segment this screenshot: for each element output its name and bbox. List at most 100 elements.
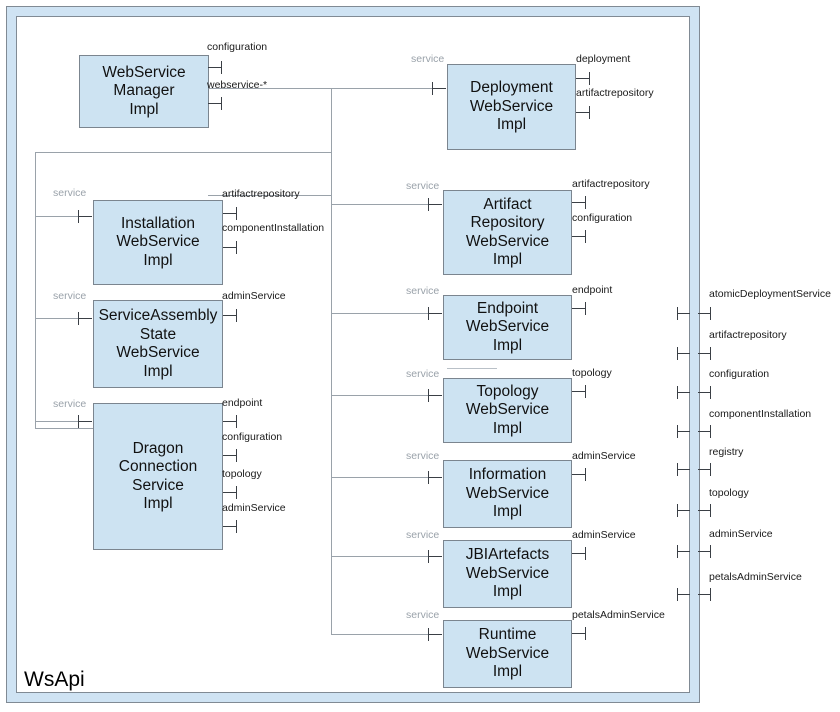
port-label-installation-componentinstallation: componentInstallation <box>222 222 325 234</box>
port-stub-outer <box>698 551 711 552</box>
edge-port-label-configuration: configuration <box>709 368 770 380</box>
port-label-webservice-star: webservice-* <box>207 79 268 91</box>
group-frame-left <box>35 152 36 428</box>
port-label-runtime-petalsadminservice: petalsAdminService <box>572 609 665 621</box>
port-stub-outer <box>698 313 711 314</box>
port-stub-inner <box>677 510 690 511</box>
port-bar-inner <box>677 545 678 558</box>
required-port-label-artifactrepo-service: service <box>406 180 440 192</box>
component-topology-webservice-impl[interactable]: Topology WebService Impl <box>443 378 572 443</box>
component-deployment-webservice-impl[interactable]: Deployment WebService Impl <box>447 64 576 150</box>
service-bus-vertical <box>331 88 332 634</box>
port-stub <box>78 318 92 319</box>
component-label: JBIArtefacts WebService Impl <box>465 546 550 601</box>
port-bar <box>428 628 429 641</box>
separator-tick <box>447 368 497 369</box>
port-stub <box>576 78 590 79</box>
required-port-label-serviceassembly-service: service <box>53 290 87 302</box>
bus-branch-topology <box>331 395 441 396</box>
port-bar-inner <box>677 504 678 517</box>
port-stub <box>572 202 586 203</box>
component-label: Deployment WebService Impl <box>469 79 554 134</box>
port-stub-inner <box>677 551 690 552</box>
port-bar <box>589 72 590 85</box>
component-dragon-connection-service-impl[interactable]: Dragon Connection Service Impl <box>93 403 223 550</box>
component-artifact-repository-webservice-impl[interactable]: Artifact Repository WebService Impl <box>443 190 572 275</box>
port-stub <box>572 474 586 475</box>
component-label: Topology WebService Impl <box>465 382 550 437</box>
group-branch-installation <box>35 216 92 217</box>
group-branch-serviceassembly <box>35 318 92 319</box>
component-runtime-webservice-impl[interactable]: Runtime WebService Impl <box>443 620 572 688</box>
required-port-label-topology-service: service <box>406 368 440 380</box>
port-bar-inner <box>677 386 678 399</box>
port-bar <box>585 385 586 398</box>
port-stub-inner <box>677 469 690 470</box>
port-stub-inner <box>677 594 690 595</box>
group-branch-dragon <box>35 421 92 422</box>
required-port-label-dragon-service: service <box>53 398 87 410</box>
port-bar <box>428 550 429 563</box>
port-bar <box>236 241 237 254</box>
port-stub-inner <box>677 353 690 354</box>
port-stub <box>78 216 92 217</box>
port-label-dragon-configuration: configuration <box>222 431 283 443</box>
component-label: Artifact Repository WebService Impl <box>465 195 550 269</box>
bus-branch-deployment <box>331 88 441 89</box>
port-bar-outer <box>710 463 711 476</box>
component-endpoint-webservice-impl[interactable]: Endpoint WebService Impl <box>443 295 572 360</box>
port-bar-inner <box>677 463 678 476</box>
port-bar <box>585 196 586 209</box>
port-stub <box>223 213 237 214</box>
port-bar <box>236 486 237 499</box>
port-stub <box>576 112 590 113</box>
port-label-dragon-topology: topology <box>222 468 262 480</box>
port-stub <box>428 556 442 557</box>
edge-port-label-petalsadminservice: petalsAdminService <box>709 571 802 583</box>
edge-port-label-artifactrepository: artifactrepository <box>709 329 787 341</box>
required-port-label-installation-service: service <box>53 187 87 199</box>
port-label-endpoint-endpoint: endpoint <box>572 284 613 296</box>
port-bar <box>236 449 237 462</box>
port-bar-outer <box>710 588 711 601</box>
component-jbiartefacts-webservice-impl[interactable]: JBIArtefacts WebService Impl <box>443 540 572 608</box>
component-label: Endpoint WebService Impl <box>465 299 550 354</box>
port-label-configuration: configuration <box>207 41 268 53</box>
port-bar-inner <box>677 347 678 360</box>
bus-branch-information <box>331 477 441 478</box>
bus-branch-runtime <box>331 634 441 635</box>
port-bar <box>428 307 429 320</box>
port-stub <box>428 204 442 205</box>
port-label-artifactrepo-configuration: configuration <box>572 212 633 224</box>
port-bar-inner <box>677 588 678 601</box>
port-bar-outer <box>710 347 711 360</box>
group-frame-bottom <box>35 428 95 429</box>
required-port-label-endpoint-service: service <box>406 285 440 297</box>
package-label: WsApi <box>24 668 85 691</box>
component-installation-webservice-impl[interactable]: Installation WebService Impl <box>93 200 223 285</box>
port-stub-outer <box>698 594 711 595</box>
port-bar <box>236 207 237 220</box>
port-stub <box>223 421 237 422</box>
component-information-webservice-impl[interactable]: Information WebService Impl <box>443 460 572 528</box>
component-label: Installation WebService Impl <box>116 214 200 269</box>
port-bar <box>221 97 222 110</box>
port-label-artifactrepo-artifactrepository: artifactrepository <box>572 178 650 190</box>
port-stub <box>428 313 442 314</box>
port-bar <box>78 210 79 223</box>
bus-feed-from-manager <box>208 88 332 89</box>
port-bar-outer <box>710 545 711 558</box>
port-stub <box>208 103 222 104</box>
port-stub <box>572 633 586 634</box>
port-stub <box>428 634 442 635</box>
port-bar <box>221 61 222 74</box>
port-bar <box>589 106 590 119</box>
port-bar-inner <box>677 307 678 320</box>
component-webservice-manager-impl[interactable]: WebService Manager Impl <box>79 55 209 128</box>
port-bar <box>236 309 237 322</box>
port-bar-outer <box>710 425 711 438</box>
port-stub <box>223 492 237 493</box>
port-label-deployment-deployment: deployment <box>576 53 631 65</box>
component-serviceassembly-state-webservice-impl[interactable]: ServiceAssembly State WebService Impl <box>93 300 223 388</box>
